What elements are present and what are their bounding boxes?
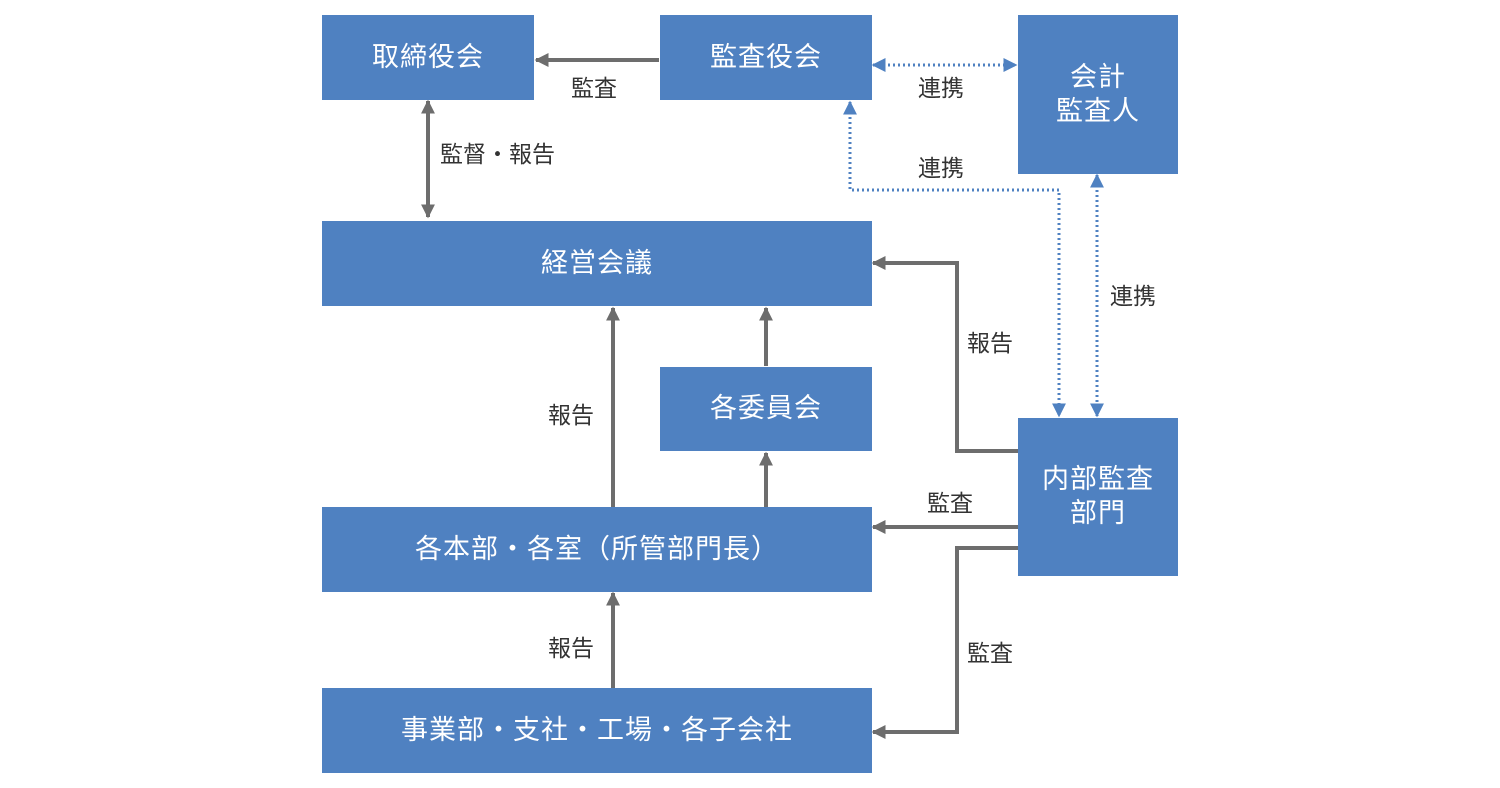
label-internal-to-hq: 監査: [927, 491, 973, 517]
accounting-auditor-box: 会計 監査人: [1018, 15, 1178, 174]
board-box: 取締役会: [322, 15, 534, 100]
committees-box: 各委員会: [660, 367, 872, 451]
label-internal-to-mgmt: 報告: [967, 331, 1013, 357]
headquarters-box: 各本部・各室（所管部門長）: [322, 507, 872, 592]
label-board-mgmt: 監督・報告: [440, 142, 555, 168]
label-auditors-accounting: 連携: [918, 76, 964, 102]
arrow-auditors-internal: [843, 100, 1066, 418]
arrow-internal-to-bu: [871, 546, 1018, 739]
internal-audit-box: 内部監査 部門: [1018, 418, 1178, 576]
management-meeting-box: 経営会議: [322, 221, 872, 306]
label-auditors-to-board: 監査: [571, 76, 617, 102]
label-bu-to-hq: 報告: [548, 636, 594, 662]
auditors-box: 監査役会: [660, 15, 872, 100]
business-units-box: 事業部・支社・工場・各子会社: [322, 688, 872, 773]
label-accounting-internal: 連携: [1110, 284, 1156, 310]
label-hq-to-mgmt: 報告: [548, 403, 594, 429]
label-auditors-internal: 連携: [918, 156, 964, 182]
label-internal-to-bu: 監査: [967, 641, 1013, 667]
